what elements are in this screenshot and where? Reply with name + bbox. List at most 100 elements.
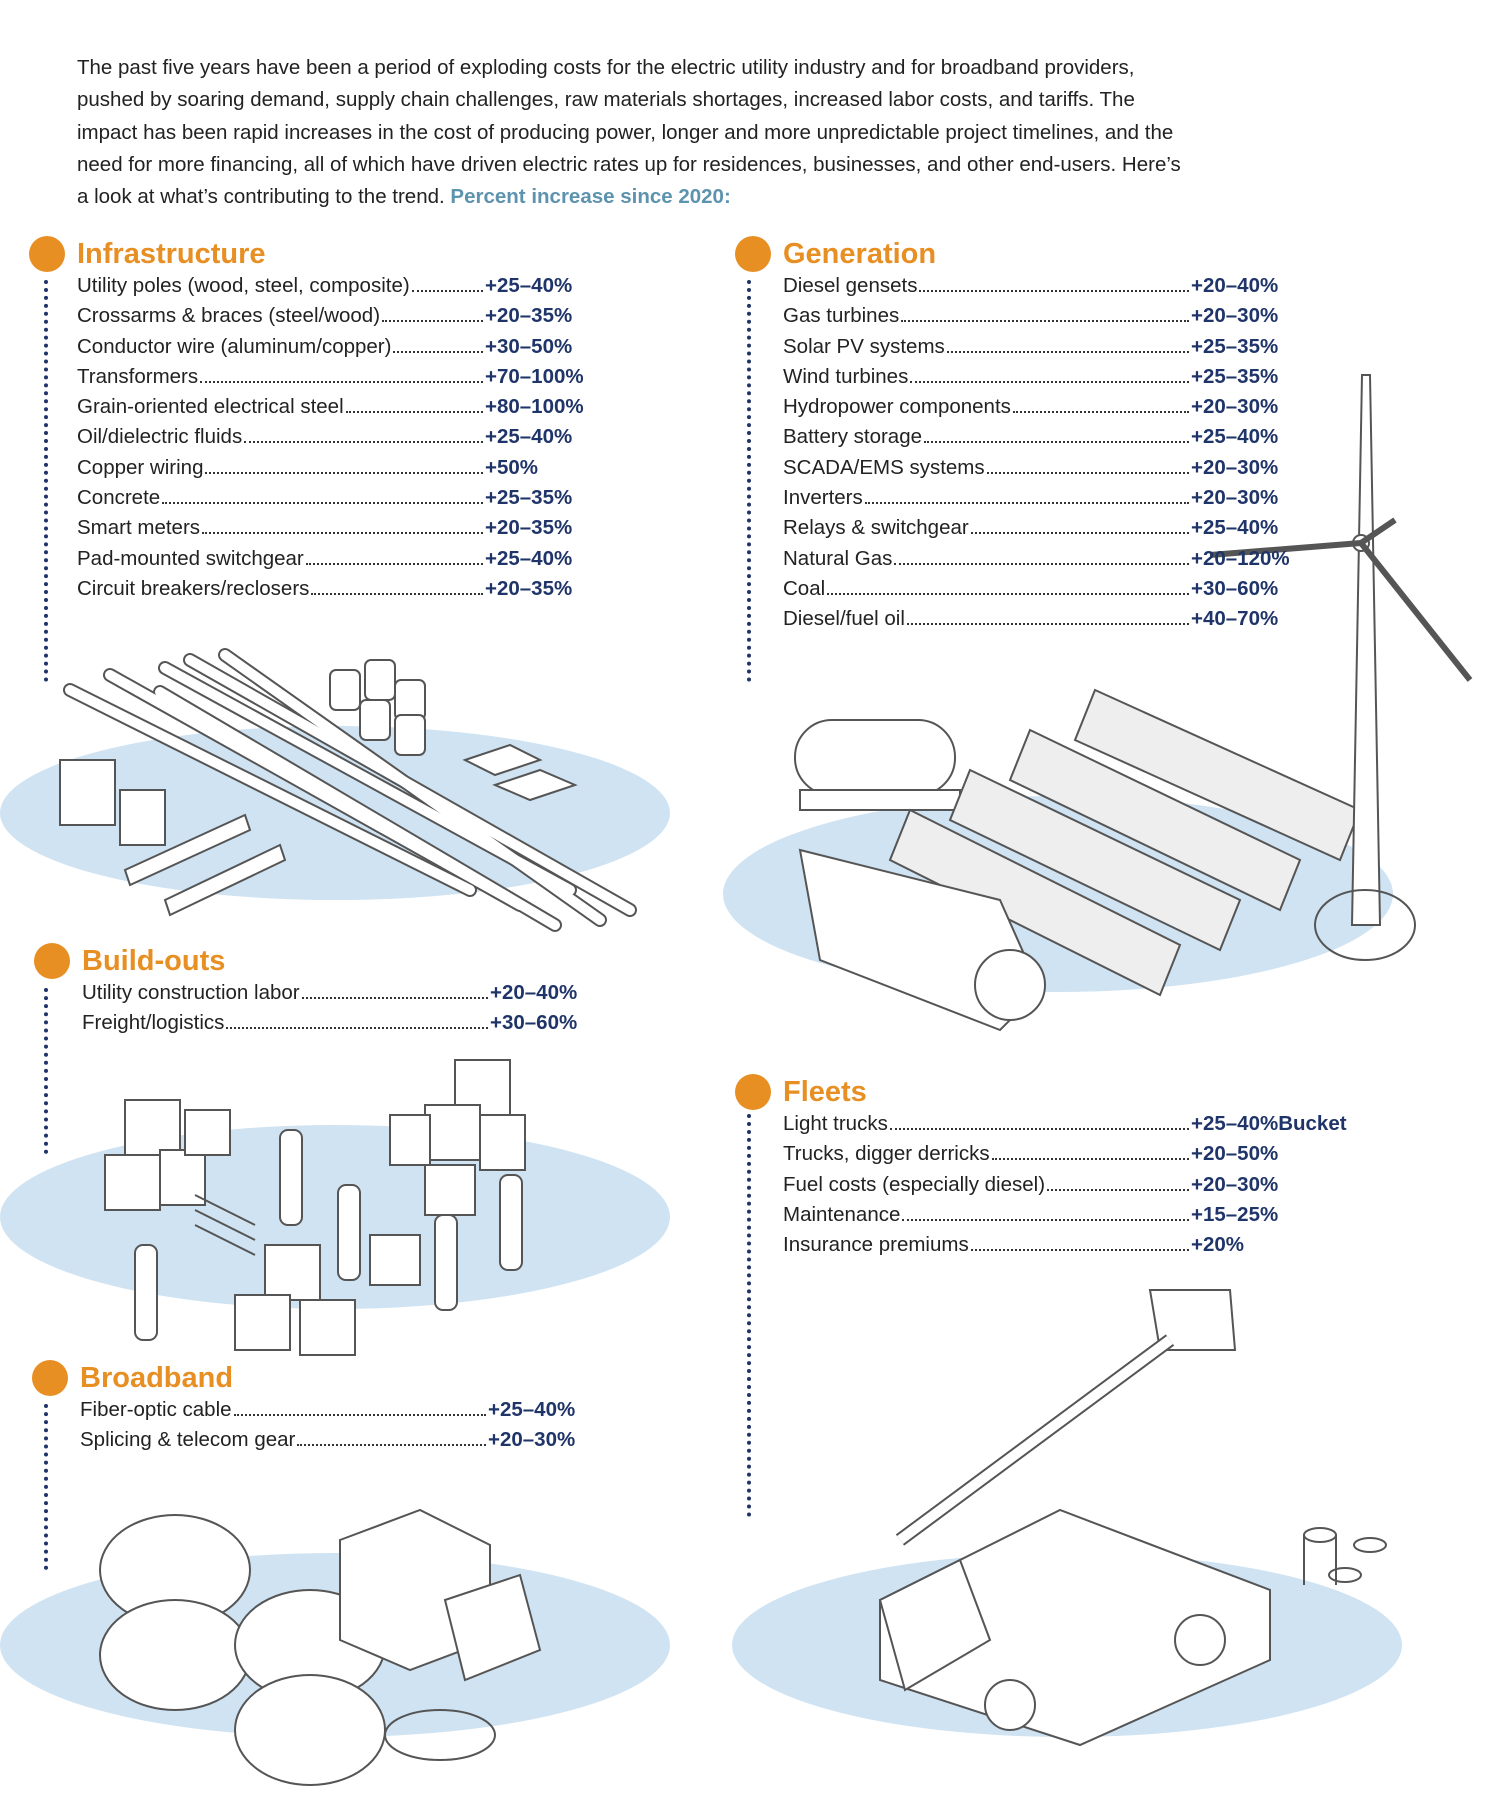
dot-leader <box>864 502 1189 505</box>
item-lead: Wind turbines <box>783 365 1191 389</box>
item-lead: Natural Gas <box>783 547 1191 571</box>
item-lead: Grain-oriented electrical steel <box>77 395 485 419</box>
dot-leader <box>305 562 483 565</box>
dot-leader <box>901 320 1189 323</box>
dot-leader <box>902 1218 1189 1221</box>
item-lead: Relays & switchgear <box>783 516 1191 540</box>
item-label: Oil/dielectric fluids <box>77 425 243 449</box>
workers <box>134 1129 523 1341</box>
item-value: +25–40%Bucket <box>1191 1112 1347 1135</box>
dot-leader <box>205 471 483 474</box>
dot-leader <box>889 1128 1189 1130</box>
item-lead: Smart meters <box>77 516 485 540</box>
list-item: Gas turbines+20–30% <box>783 304 1290 334</box>
dot-leader <box>345 411 483 414</box>
section-bullet-icon <box>29 236 65 272</box>
list-item: Relays & switchgear+25–40% <box>783 516 1290 546</box>
wind-turbine <box>1209 374 1473 961</box>
item-lead: Circuit breakers/reclosers <box>77 577 485 601</box>
item-label: Hydropower components <box>783 395 1011 419</box>
item-lead: Solar PV systems <box>783 335 1191 359</box>
section-bullet-icon <box>735 1074 771 1110</box>
item-value: +70–100% <box>485 364 584 388</box>
item-value: +20–35% <box>485 516 573 540</box>
fleets-dotted-line <box>747 1114 751 1517</box>
item-value: +25–40% <box>485 546 573 570</box>
item-value: +30–60% <box>1191 576 1279 600</box>
item-label: Wind turbines <box>783 364 909 388</box>
item-lead: Coal <box>783 577 1191 601</box>
item-label: Transformers <box>77 364 199 388</box>
item-lead: Maintenance <box>783 1203 1191 1227</box>
list-item: Circuit breakers/reclosers+20–35% <box>77 577 584 607</box>
item-value: +30–50% <box>485 334 573 358</box>
list-item: Inverters+20–30% <box>783 486 1290 516</box>
item-label: Circuit breakers/reclosers <box>77 576 310 600</box>
item-value: +20–30% <box>1191 1172 1279 1196</box>
dot-leader <box>919 290 1189 292</box>
dot-leader <box>233 1414 486 1416</box>
item-lead: Crossarms & braces (steel/wood) <box>77 304 485 328</box>
item-lead: Diesel/fuel oil <box>783 607 1191 631</box>
list-item: Natural Gas +20–120% <box>783 547 1290 577</box>
item-value: +25–35% <box>1191 334 1279 358</box>
intro-line: a look at what’s contributing to the tre… <box>77 181 1181 213</box>
item-label: Relays & switchgear <box>783 516 969 540</box>
item-lead: Battery storage <box>783 425 1191 449</box>
item-label: Diesel gensets <box>783 274 918 297</box>
list-item: Coal +30–60% <box>783 577 1290 607</box>
item-label: Utility poles (wood, steel, composite) <box>77 274 410 297</box>
item-value: +20% <box>1191 1233 1245 1257</box>
item-label: Conductor wire (aluminum/copper) <box>77 334 392 358</box>
intro-line: impact has been rapid increases in the c… <box>77 120 1174 144</box>
item-lead: Insurance premiums <box>783 1233 1191 1257</box>
intro-accent: Percent increase since 2020: <box>450 185 731 209</box>
item-lead: Transformers <box>77 365 485 389</box>
dot-leader <box>226 1027 488 1030</box>
item-value: +20–30% <box>488 1428 576 1452</box>
item-lead: Light trucks <box>783 1112 1191 1136</box>
dot-leader <box>970 532 1189 535</box>
item-label: Trucks, digger derricks <box>783 1142 990 1166</box>
list-item: Fiber-optic cable+25–40% <box>80 1398 575 1428</box>
item-label: Insurance premiums <box>783 1233 969 1257</box>
item-value: +25–35% <box>485 486 573 510</box>
list-item: Solar PV systems+25–35% <box>783 335 1290 365</box>
item-label: Diesel/fuel oil <box>783 607 905 631</box>
list-item: Battery storage+25–40% <box>783 425 1290 455</box>
utility-poles-illustration <box>59 648 637 932</box>
gas-turbine <box>798 848 1046 1032</box>
item-value: +20–30% <box>1191 455 1279 479</box>
item-lead: Utility poles (wood, steel, composite) <box>77 274 485 298</box>
item-lead: Hydropower components <box>783 395 1191 419</box>
item-value: +20–120% <box>1191 546 1290 570</box>
solar-panels <box>888 688 1362 997</box>
dot-leader <box>924 441 1189 444</box>
generation-dotted-line <box>747 280 751 682</box>
item-lead: Inverters <box>783 486 1191 510</box>
item-label: Light trucks <box>783 1112 888 1135</box>
buildouts-illustration <box>104 1059 526 1356</box>
intro-text: a look at what’s contributing to the tre… <box>77 185 445 209</box>
item-value: +40–70% <box>1191 607 1279 631</box>
item-value: +30–60% <box>490 1011 578 1035</box>
list-item: Trucks, digger derricks+20–50% <box>783 1142 1347 1172</box>
item-value: +50% <box>485 455 539 479</box>
dot-leader <box>1012 411 1189 414</box>
item-value: +25–40% <box>488 1398 576 1421</box>
item-label: Utility construction labor <box>82 981 300 1004</box>
dot-leader <box>393 350 483 353</box>
item-label: Natural Gas <box>783 546 893 570</box>
item-value: +20–40% <box>1191 274 1279 297</box>
item-value: +80–100% <box>485 395 584 419</box>
list-item: Smart meters+20–35% <box>77 516 584 546</box>
list-item: SCADA/EMS systems+20–30% <box>783 456 1290 486</box>
list-item: Copper wiring+50% <box>77 456 584 486</box>
item-value: +25–40% <box>485 274 573 297</box>
item-label: Coal <box>783 576 826 600</box>
list-item: Oil/dielectric fluids+25–40% <box>77 425 584 455</box>
list-item: Light trucks +25–40%Bucket <box>783 1112 1347 1142</box>
item-value: +15–25% <box>1191 1202 1279 1226</box>
